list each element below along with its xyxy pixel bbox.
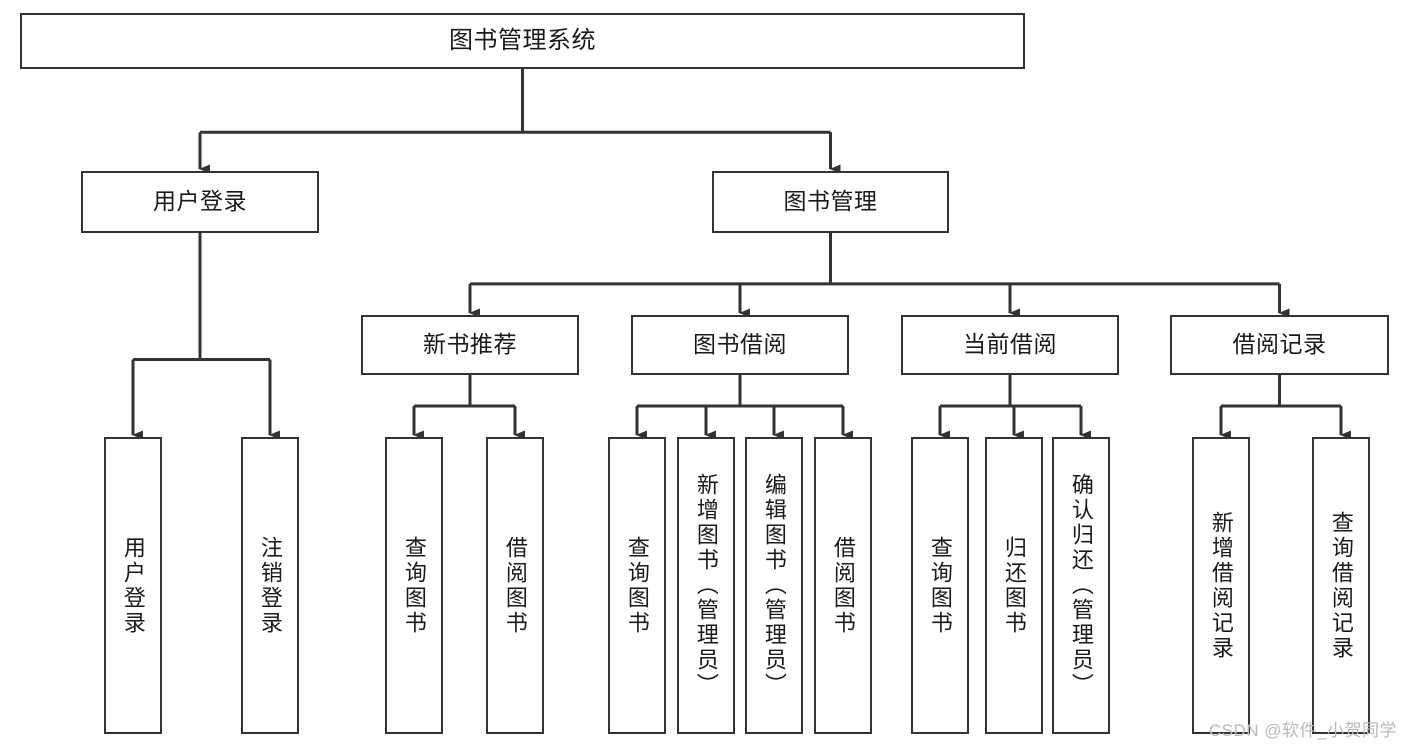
node-label: 图书管理系统: [449, 26, 596, 54]
node-newbook[interactable]: 新书推荐: [361, 315, 579, 375]
node-label: 归还图书: [1001, 535, 1027, 636]
node-leaf-bo-edit[interactable]: 编辑图书（管理员）: [745, 437, 803, 734]
csdn-watermark: CSDN @软件_小贺同学: [1208, 721, 1397, 740]
node-label: 新增借阅记录: [1208, 510, 1234, 661]
node-leaf-bo-lend[interactable]: 借阅图书: [814, 437, 872, 734]
node-leaf-cu-query[interactable]: 查询图书: [911, 437, 969, 734]
node-leaf-re-query[interactable]: 查询借阅记录: [1312, 437, 1370, 734]
node-root[interactable]: 图书管理系统: [20, 13, 1025, 69]
node-label: 当前借阅: [963, 331, 1057, 358]
node-label: 用户登录: [120, 535, 146, 636]
node-label: 图书借阅: [693, 331, 787, 358]
node-leaf-cu-return[interactable]: 归还图书: [985, 437, 1043, 734]
node-label: 查询借阅记录: [1328, 510, 1354, 661]
node-label: 查询图书: [624, 535, 650, 636]
node-label: 查询图书: [927, 535, 953, 636]
node-leaf-bo-add[interactable]: 新增图书（管理员）: [677, 437, 735, 734]
node-label: 借阅记录: [1232, 331, 1327, 358]
node-borrow[interactable]: 图书借阅: [631, 315, 849, 375]
node-record[interactable]: 借阅记录: [1170, 315, 1389, 375]
node-label: 查询图书: [401, 535, 427, 636]
node-bookmgmt[interactable]: 图书管理: [712, 171, 949, 233]
node-leaf-nb-query[interactable]: 查询图书: [385, 437, 443, 734]
node-leaf-user-logout[interactable]: 注销登录: [241, 437, 299, 734]
node-leaf-re-add[interactable]: 新增借阅记录: [1192, 437, 1250, 734]
node-current[interactable]: 当前借阅: [901, 315, 1119, 375]
node-leaf-nb-borrow[interactable]: 借阅图书: [486, 437, 544, 734]
node-login[interactable]: 用户登录: [81, 171, 319, 233]
node-leaf-cu-confirm[interactable]: 确认归还（管理员）: [1052, 437, 1110, 734]
node-label: 用户登录: [153, 188, 247, 215]
node-label: 编辑图书（管理员）: [761, 473, 787, 698]
node-label: 借阅图书: [830, 535, 856, 636]
node-label: 新书推荐: [423, 331, 517, 358]
node-label: 注销登录: [257, 535, 283, 636]
node-label: 借阅图书: [502, 535, 528, 636]
node-label: 确认归还（管理员）: [1068, 473, 1094, 698]
node-label: 新增图书（管理员）: [693, 473, 719, 698]
node-label: 图书管理: [783, 188, 878, 215]
node-leaf-bo-query[interactable]: 查询图书: [608, 437, 666, 734]
node-leaf-user-login[interactable]: 用户登录: [104, 437, 162, 734]
